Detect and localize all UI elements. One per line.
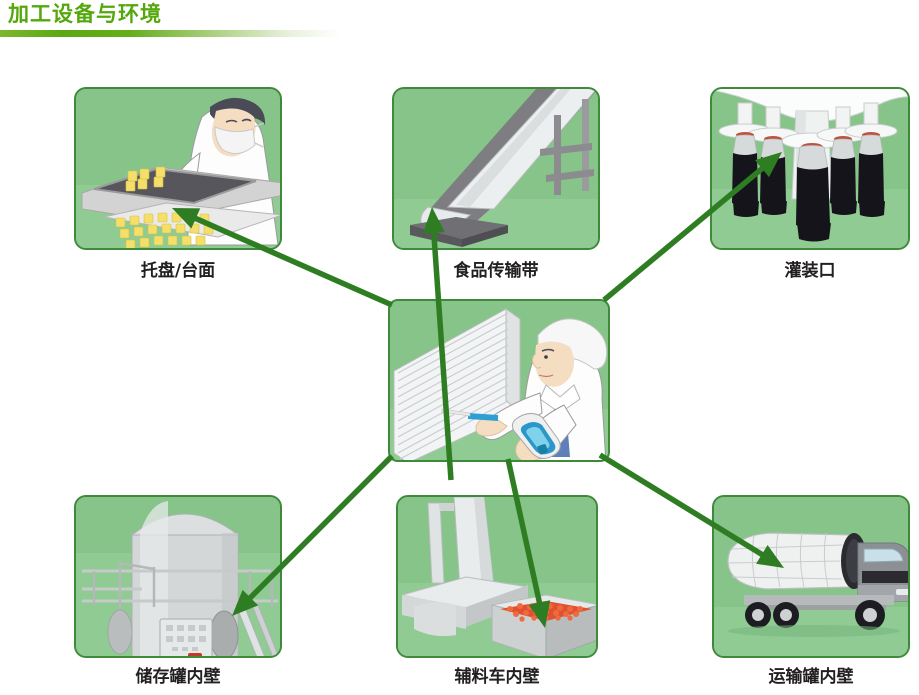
panel-transport-tank-wall[interactable] <box>712 495 910 658</box>
scene-storage-tank <box>76 497 280 656</box>
scene-inclined-conveyor-belt <box>394 89 598 248</box>
caption-filling-port: 灌装口 <box>784 261 836 281</box>
scene-worker-placing-food-on-tray <box>76 89 280 248</box>
panel-filling-port[interactable] <box>710 87 910 250</box>
page-title: 加工设备与环境 <box>8 2 162 26</box>
panel-center-inspection[interactable] <box>388 299 610 462</box>
slide-header: 加工设备与环境 <box>0 0 360 44</box>
panel-ingredient-cart-wall[interactable] <box>396 495 598 658</box>
tray-scene-art <box>76 89 280 248</box>
caption-storage-tank-wall: 储存罐内壁 <box>135 667 221 687</box>
scene-ingredient-cart <box>398 497 596 656</box>
caption-food-conveyor: 食品传输带 <box>453 261 539 281</box>
center-scene-art <box>390 301 608 460</box>
truck-scene-art <box>714 497 908 656</box>
panel-tray-surface[interactable] <box>74 87 282 250</box>
tank-scene-art <box>76 497 280 656</box>
conveyor-scene-art <box>394 89 598 248</box>
title-underline-gradient <box>0 30 340 37</box>
caption-tray-surface: 托盘/台面 <box>140 261 216 281</box>
caption-ingredient-cart-wall: 辅料车内壁 <box>454 667 540 687</box>
panel-food-conveyor[interactable] <box>392 87 600 250</box>
scene-bottle-filling-nozzles <box>712 89 908 248</box>
filling-scene-art <box>712 89 908 248</box>
scene-tanker-truck <box>714 497 908 656</box>
scene-worker-swabbing-surface <box>390 301 608 460</box>
caption-transport-tank-wall: 运输罐内壁 <box>768 667 854 687</box>
cart-scene-art <box>398 497 596 656</box>
panel-storage-tank-wall[interactable] <box>74 495 282 658</box>
